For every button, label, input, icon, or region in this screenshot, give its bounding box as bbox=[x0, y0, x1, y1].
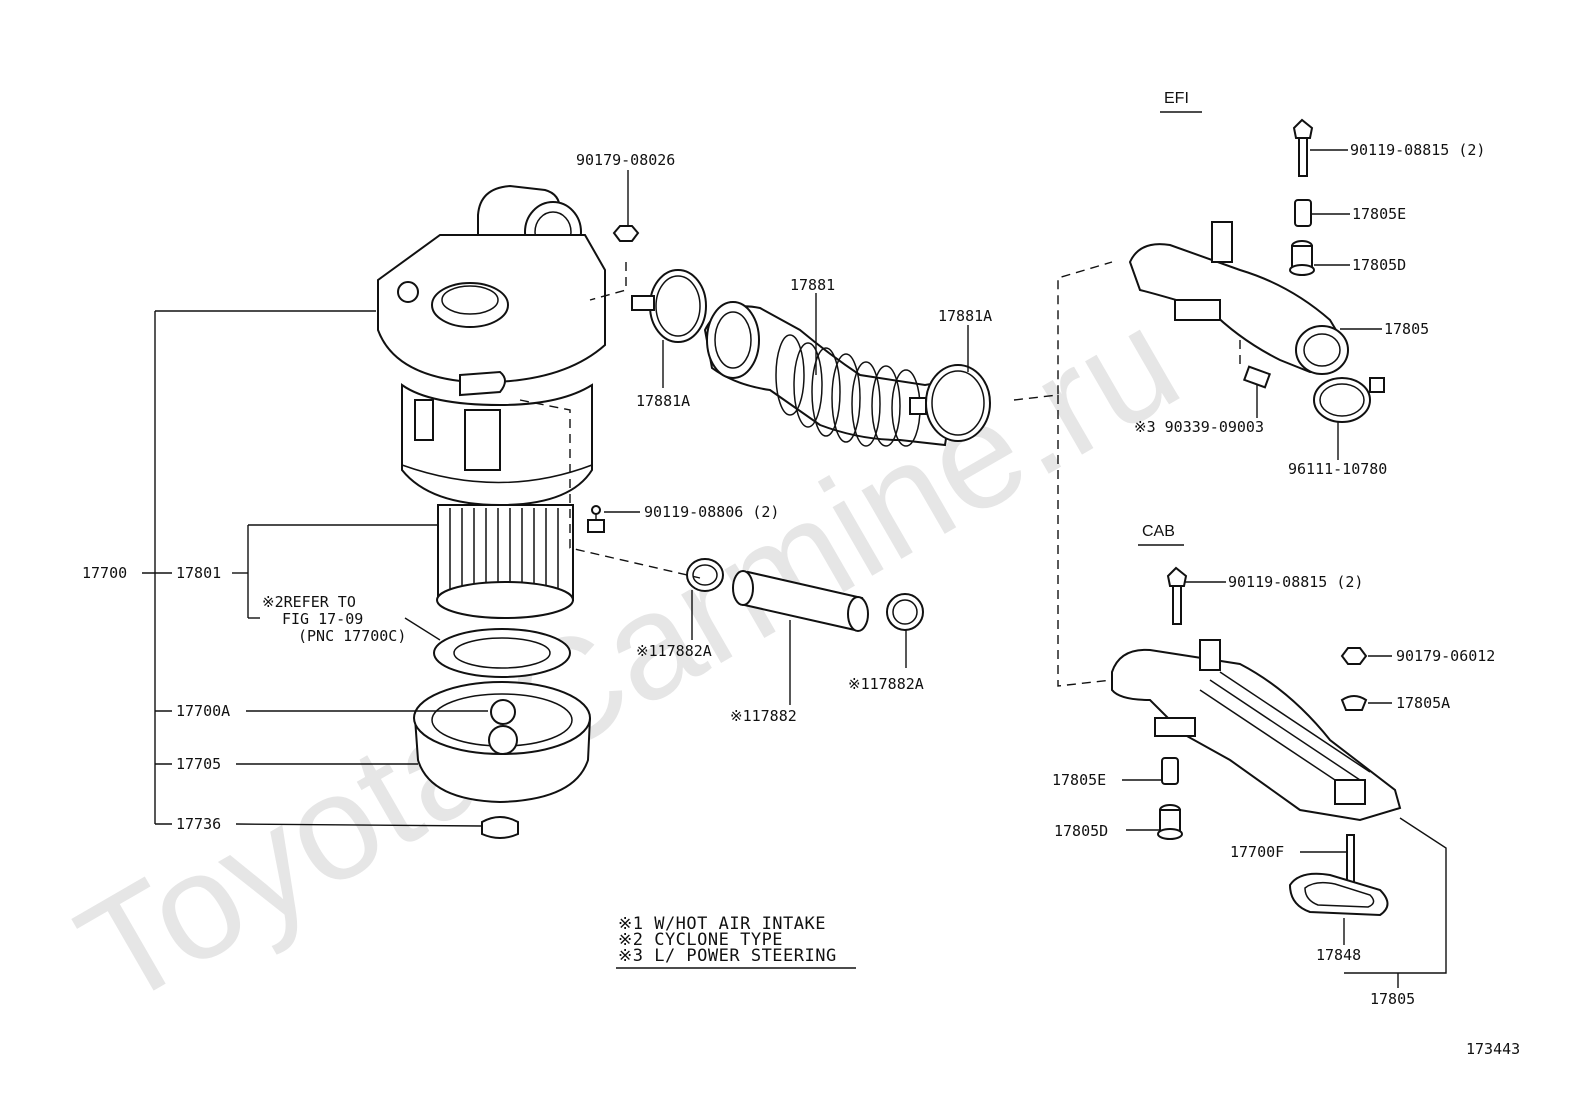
label-cab-17805: 17805 bbox=[1370, 990, 1415, 1008]
label-cab-17805D: 17805D bbox=[1054, 822, 1108, 840]
label-cab-17700F: 17700F bbox=[1230, 843, 1284, 861]
clamp-17881A-left bbox=[631, 269, 707, 343]
label-efi-17805D: 17805D bbox=[1352, 256, 1406, 274]
label-cab-17805A: 17805A bbox=[1396, 694, 1450, 712]
efi-intake-17805 bbox=[1128, 221, 1349, 375]
label-17700A: 17700A bbox=[176, 702, 230, 720]
label-cab-90179-06012: 90179-06012 bbox=[1396, 647, 1495, 665]
label-efi-17805E: 17805E bbox=[1352, 205, 1406, 223]
cab-collar-17805E bbox=[1161, 757, 1179, 785]
label-efi-17805: 17805 bbox=[1384, 320, 1429, 338]
clamp-17881A-right bbox=[909, 364, 991, 442]
cab-clip-17805A bbox=[1340, 695, 1368, 711]
intake-hose-17881 bbox=[703, 301, 957, 447]
label-17881: 17881 bbox=[790, 276, 835, 294]
diagram-id: 173443 bbox=[1466, 1040, 1520, 1058]
label-17700: 17700 bbox=[82, 564, 127, 582]
label-17705: 17705 bbox=[176, 755, 221, 773]
efi-clamp-96111-10780 bbox=[1313, 377, 1385, 423]
label-cab-17848: 17848 bbox=[1316, 946, 1361, 964]
label-refer-line1: ※2REFER TO bbox=[262, 593, 356, 611]
label-refer-line3: (PNC 17700C) bbox=[298, 627, 406, 645]
nut-90179-08026 bbox=[612, 225, 640, 242]
label-efi-90339-09003: ※3 90339-09003 bbox=[1134, 418, 1264, 436]
hose-17882 bbox=[732, 570, 869, 632]
footnote-2: ※2 CYCLONE TYPE bbox=[618, 930, 783, 950]
header-cab: CAB bbox=[1142, 523, 1175, 540]
label-17882A-left: ※117882A bbox=[636, 642, 712, 660]
efi-pin-90339-09003 bbox=[1242, 365, 1272, 389]
leader-lines bbox=[142, 149, 1447, 988]
label-17882A-right: ※117882A bbox=[848, 675, 924, 693]
cab-nut-90179-06012 bbox=[1340, 647, 1368, 665]
label-17736: 17736 bbox=[176, 815, 221, 833]
label-cab-17805E: 17805E bbox=[1052, 771, 1106, 789]
label-90119-08806: 90119-08806 (2) bbox=[644, 503, 779, 521]
cab-intake-17805 bbox=[1111, 639, 1402, 822]
cab-bolt-90119-08815 bbox=[1166, 566, 1188, 625]
label-17881A-top: 17881A bbox=[938, 307, 992, 325]
efi-bolt-90119-08815 bbox=[1292, 118, 1314, 177]
label-efi-96111-10780: 96111-10780 bbox=[1288, 460, 1387, 478]
label-refer-line2: FIG 17-09 bbox=[282, 610, 363, 628]
footnotes: ※1 W/HOT AIR INTAKE ※2 CYCLONE TYPE ※3 L… bbox=[616, 914, 856, 969]
header-efi: EFI bbox=[1164, 90, 1189, 107]
air-cleaner-assembly bbox=[377, 184, 606, 839]
clamp-17882A-right bbox=[886, 593, 924, 631]
label-17801: 17801 bbox=[176, 564, 221, 582]
footnote-3: ※3 L/ POWER STEERING bbox=[618, 946, 837, 966]
label-efi-90119-08815: 90119-08815 (2) bbox=[1350, 141, 1485, 159]
bolt-90119-08806 bbox=[587, 505, 605, 533]
label-cab-90119-08815: 90119-08815 (2) bbox=[1228, 573, 1363, 591]
label-90179-08026: 90179-08026 bbox=[576, 151, 675, 169]
clamp-17882A-left bbox=[686, 558, 724, 592]
cab-bracket-17848 bbox=[1288, 872, 1389, 917]
label-17881A-left: 17881A bbox=[636, 392, 690, 410]
efi-cushion-17805D bbox=[1289, 240, 1315, 276]
label-17882: ※117882 bbox=[730, 707, 797, 725]
cab-cushion-17805D bbox=[1157, 804, 1183, 840]
efi-collar-17805E bbox=[1294, 199, 1312, 227]
footnote-1: ※1 W/HOT AIR INTAKE bbox=[618, 914, 826, 934]
